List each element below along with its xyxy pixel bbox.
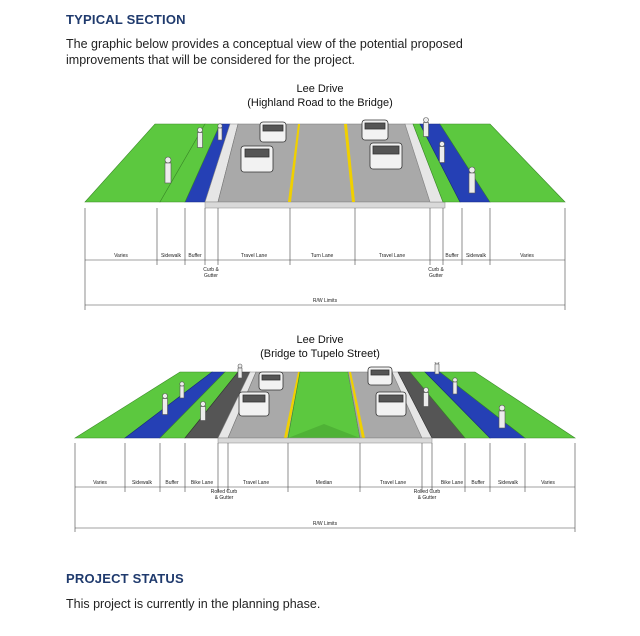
label-curb-gutter-left-1: Curb & xyxy=(203,267,219,273)
intro-line-1: The graphic below provides a conceptual … xyxy=(66,37,463,51)
label-sidewalk-right: Sidewalk xyxy=(466,253,487,259)
diagram1-title: Lee Drive (Highland Road to the Bridge) xyxy=(0,82,640,110)
label-bike-lane-right: Bike Lane xyxy=(441,480,463,486)
diagram1-title-line1: Lee Drive xyxy=(296,83,344,95)
typical-section-intro: The graphic below provides a conceptual … xyxy=(66,36,463,68)
label-buffer-right: Buffer xyxy=(471,480,485,486)
label-bike-lane-left: Bike Lane xyxy=(191,480,213,486)
label-travel-lane-left: Travel Lane xyxy=(243,480,269,486)
diagram2-title-line2: (Bridge to Tupelo Street) xyxy=(260,348,380,360)
label-turn-lane: Turn Lane xyxy=(311,253,334,259)
project-status-text: This project is currently in the plannin… xyxy=(66,597,321,611)
label-varies-left: Varies xyxy=(114,253,128,259)
label-travel-lane-left: Travel Lane xyxy=(241,253,267,259)
label-varies-right: Varies xyxy=(520,253,534,259)
label-curb-gutter-left-2: Gutter xyxy=(204,273,218,279)
label-rw-limits: R/W Limits xyxy=(313,521,338,527)
diagram2-title-line1: Lee Drive xyxy=(296,334,344,346)
diagram1-title-line2: (Highland Road to the Bridge) xyxy=(247,97,393,109)
label-sidewalk-left: Sidewalk xyxy=(161,253,182,259)
label-varies-right: Varies xyxy=(541,480,555,486)
car-icon xyxy=(238,366,407,417)
intro-line-2: improvements that will be considered for… xyxy=(66,53,356,67)
grass-right xyxy=(439,123,566,203)
label-rolled-curb-right-1: Rolled Curb xyxy=(414,489,441,495)
label-travel-lane-right: Travel Lane xyxy=(379,253,405,259)
label-curb-gutter-right-2: Gutter xyxy=(429,273,443,279)
project-status-heading: PROJECT STATUS xyxy=(66,571,184,586)
typical-section-heading: TYPICAL SECTION xyxy=(66,12,186,27)
diagram2-cross-section: Varies Sidewalk Buffer Bike Lane Travel … xyxy=(73,362,576,532)
label-rolled-curb-right-2: & Gutter xyxy=(418,495,437,501)
label-median: Median xyxy=(316,480,333,486)
grass-right xyxy=(439,371,576,439)
label-buffer-right: Buffer xyxy=(445,253,459,259)
label-rolled-curb-left-2: & Gutter xyxy=(215,495,234,501)
label-buffer-left: Buffer xyxy=(188,253,202,259)
label-rolled-curb-left-1: Rolled Curb xyxy=(211,489,238,495)
label-buffer-left: Buffer xyxy=(165,480,179,486)
pedestrian-icons xyxy=(162,362,506,429)
label-curb-gutter-right-1: Curb & xyxy=(428,267,444,273)
pedestrian-icons xyxy=(164,117,476,194)
diagram2-title: Lee Drive (Bridge to Tupelo Street) xyxy=(0,333,640,361)
yellow-line-right xyxy=(344,124,355,202)
label-travel-lane-right: Travel Lane xyxy=(380,480,406,486)
yellow-line-left xyxy=(288,124,300,202)
label-sidewalk-right: Sidewalk xyxy=(498,480,519,486)
diagram1-cross-section: Varies Sidewalk Buffer Travel Lane Turn … xyxy=(84,117,566,310)
yellow-line-right xyxy=(349,372,365,438)
car-icon xyxy=(240,119,403,173)
yellow-line-left xyxy=(284,372,300,438)
label-sidewalk-left: Sidewalk xyxy=(132,480,153,486)
label-varies-left: Varies xyxy=(93,480,107,486)
label-rw-limits: R/W Limits xyxy=(313,298,338,304)
